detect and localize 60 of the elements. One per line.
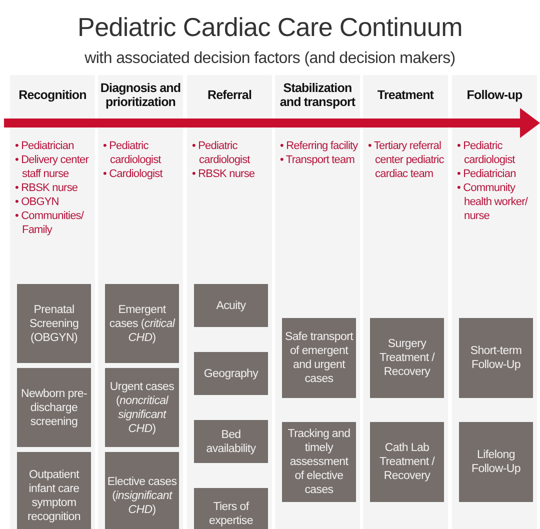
decision-maker-item: • Pediatrician	[457, 167, 517, 181]
column-panel	[187, 75, 272, 529]
column-panel	[10, 75, 95, 529]
decision-maker-item: • Tertiary referral center pediatric cardiac team	[368, 139, 445, 181]
decision-maker-item: • Pediatric cardiologist	[457, 139, 516, 167]
factor-text: Lifelong Follow-Up	[470, 448, 522, 476]
factor-box	[282, 318, 356, 398]
decision-maker-item: • Transport team	[280, 153, 356, 167]
column-panel	[275, 75, 360, 529]
subtitle: with associated decision factors (and decision makers)	[84, 50, 456, 68]
decision-maker-item: • Pediatric cardiologist	[103, 139, 162, 167]
decision-maker-item: • Cardiologist	[103, 167, 164, 181]
factor-text: Tracking and timely assessment of elective cases	[286, 427, 352, 497]
factor-text: Newborn pre-discharge screening	[20, 386, 88, 428]
factor-box	[194, 420, 268, 463]
factor-box	[17, 368, 91, 447]
factor-box	[194, 284, 268, 327]
factor-text: Cath Lab Treatment / Recovery	[378, 441, 436, 483]
column-panel	[98, 75, 183, 529]
column-panel	[452, 75, 537, 529]
factor-box	[370, 318, 444, 398]
column-heading: Recognition	[18, 88, 86, 102]
column-heading: Diagnosis and prioritization	[99, 80, 182, 110]
decision-maker-item: • RBSK nurse	[192, 167, 256, 181]
factor-text: Geography	[204, 366, 258, 380]
column-heading: Stabilization and transport	[278, 80, 356, 110]
decision-maker-item: • Pediatric cardiologist	[192, 139, 252, 167]
factor-text: Surgery Treatment / Recovery	[378, 337, 436, 379]
factor-box	[459, 422, 533, 502]
factor-box	[370, 422, 444, 502]
factor-text: Bed availability	[205, 428, 257, 456]
factor-text: Elective cases (insignificant CHD)	[107, 475, 177, 517]
factor-box	[105, 452, 179, 529]
factor-text: Acuity	[216, 298, 246, 312]
factor-text: Emergent cases (critical CHD)	[108, 302, 176, 344]
title: Pediatric Cardiac Care Continuum	[76, 12, 464, 43]
factor-box	[105, 368, 179, 447]
factor-text: Urgent cases (noncritical significant CHD)	[108, 380, 176, 436]
factor-box	[17, 452, 91, 529]
column-panel	[363, 75, 448, 529]
decision-maker-item: • OBGYN	[15, 195, 60, 209]
factor-text: Short-term Follow-Up	[469, 344, 523, 372]
factor-text: Prenatal Screening (OBGYN)	[28, 302, 80, 344]
decision-maker-item: • Community health worker/ nurse	[457, 181, 529, 223]
decision-maker-item: • Pediatrician	[15, 139, 75, 153]
factor-text: Safe transport of emergent and urgent cases	[284, 330, 354, 386]
factor-box	[459, 318, 533, 398]
column-heading: Referral	[207, 88, 252, 102]
factor-text: Outpatient infant care symptom recognition	[26, 468, 82, 524]
decision-maker-item: • Delivery center staff nurse	[15, 153, 90, 181]
factor-box	[105, 284, 179, 363]
decision-maker-item: • Communities/ Family	[15, 209, 85, 237]
decision-maker-item: • Referring facility	[280, 139, 359, 153]
column-heading: Treatment	[377, 88, 434, 102]
factor-box	[17, 284, 91, 363]
column-heading: Follow-up	[466, 88, 522, 102]
factor-box	[194, 488, 268, 529]
factor-box	[194, 352, 268, 395]
factor-text: Tiers of expertise	[208, 500, 254, 528]
decision-maker-item: • RBSK nurse	[15, 181, 79, 195]
